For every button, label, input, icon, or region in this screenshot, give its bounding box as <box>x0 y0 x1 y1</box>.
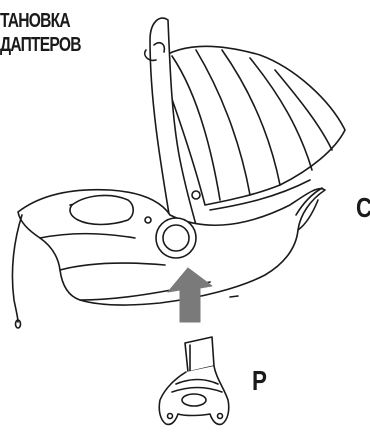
side-strap <box>12 215 22 328</box>
handle-pivot <box>156 218 196 258</box>
adapter <box>159 337 229 424</box>
